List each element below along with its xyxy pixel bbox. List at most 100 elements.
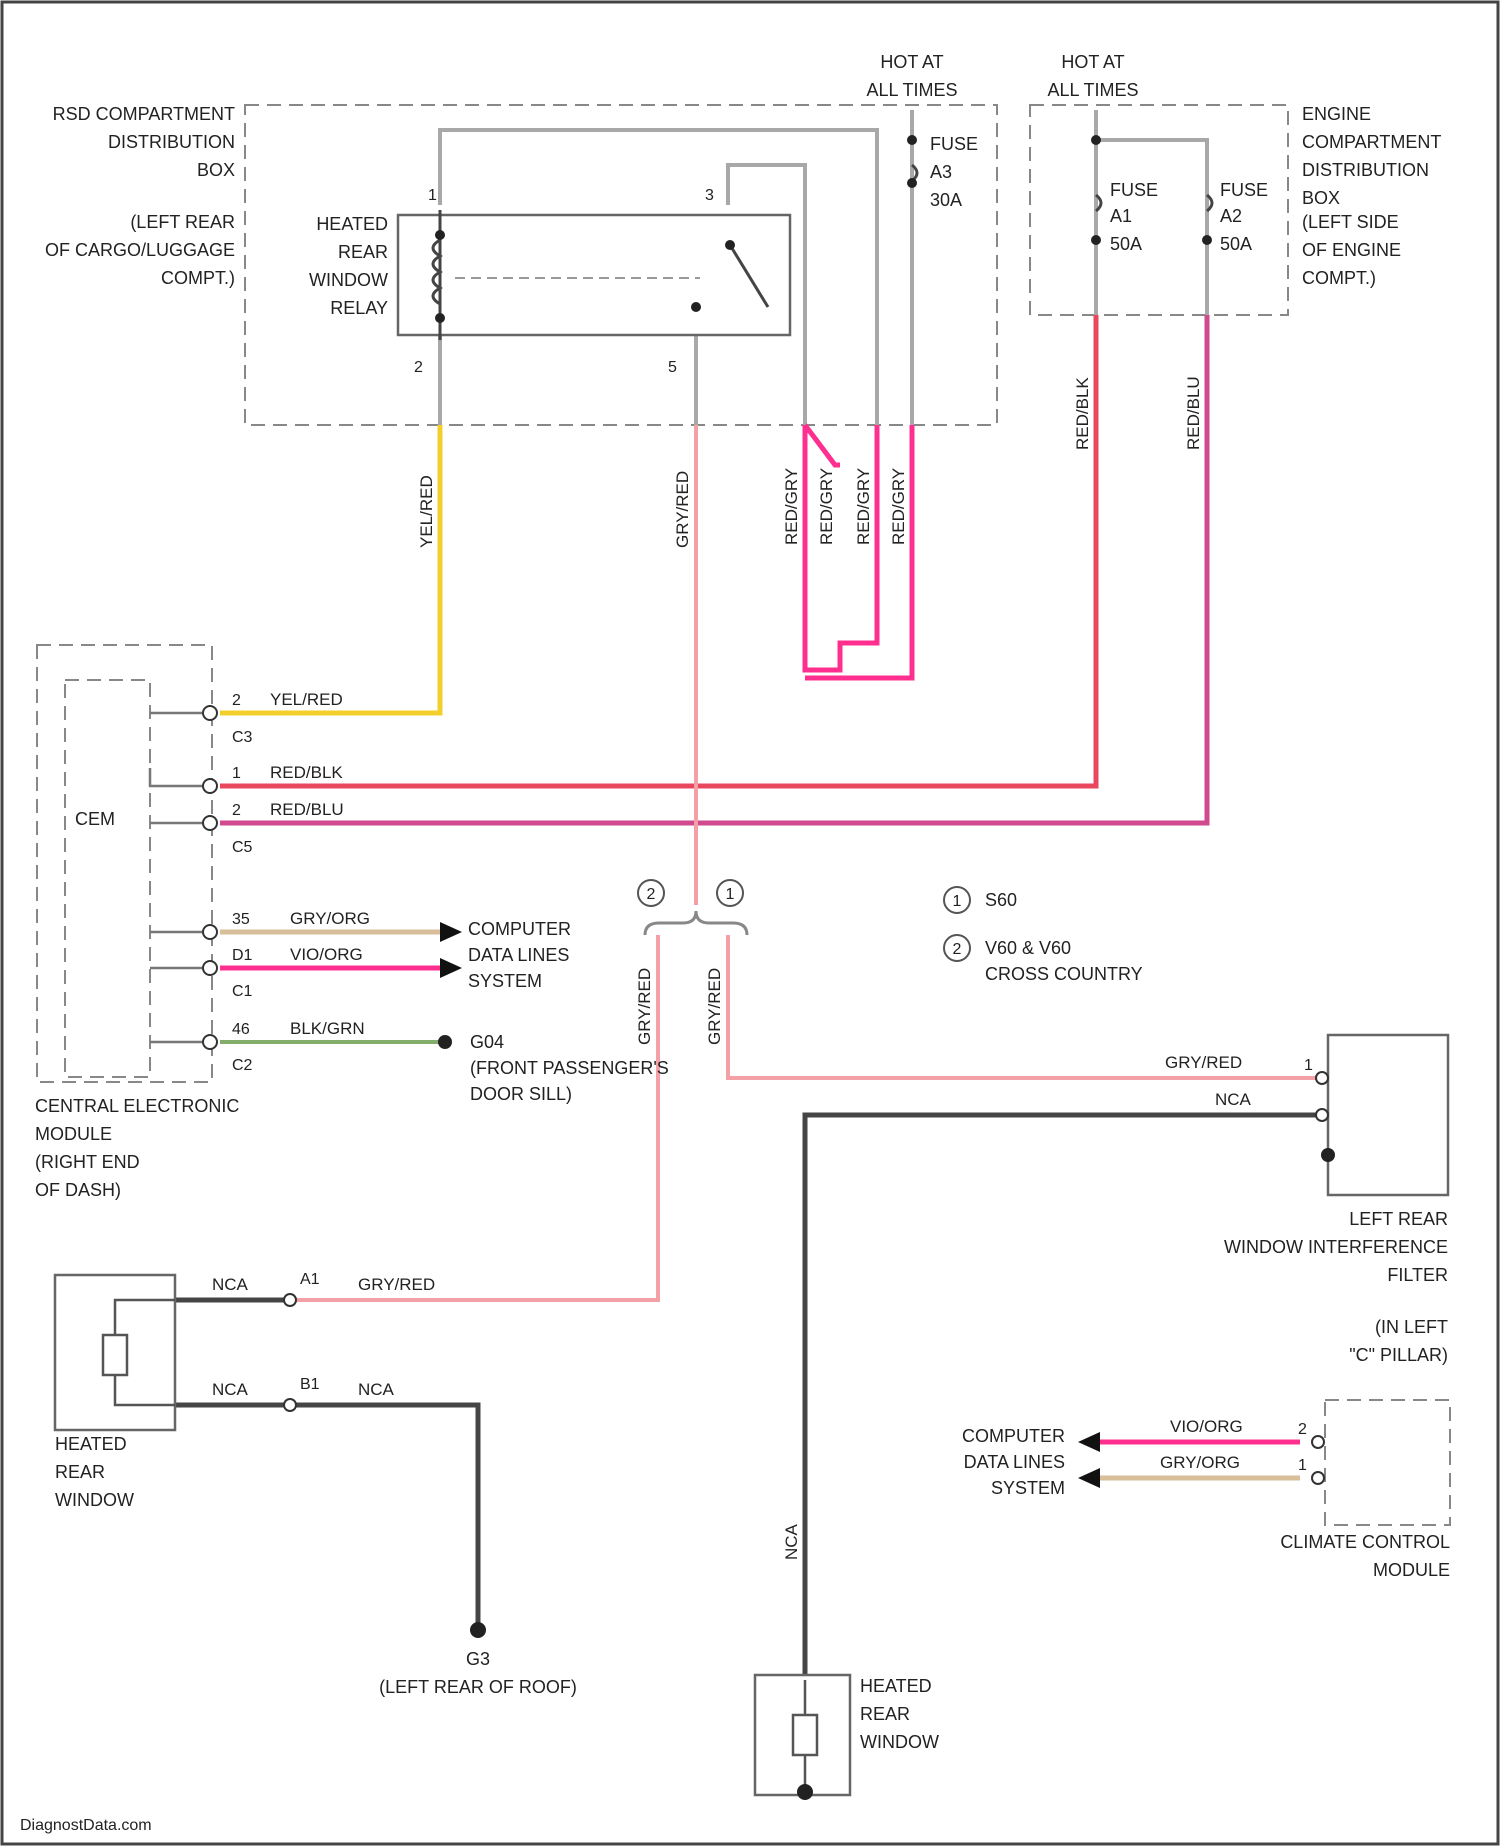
heated-rear-window-left-label: HEATED REAR WINDOW bbox=[55, 1434, 134, 1510]
cem-pin-markers bbox=[203, 706, 217, 1049]
arrow-left-icon bbox=[1078, 1468, 1100, 1488]
wire-red-gry-angle bbox=[805, 425, 840, 465]
svg-text:1: 1 bbox=[428, 187, 437, 204]
filter-wire-label-nca: NCA bbox=[1215, 1090, 1252, 1109]
relay-coil-bottom bbox=[435, 313, 445, 323]
svg-text:(LEFT REAR: (LEFT REAR bbox=[130, 212, 235, 232]
svg-text:ENGINE: ENGINE bbox=[1302, 104, 1371, 124]
cem-outline bbox=[37, 645, 212, 1082]
filter-pin-label: 1 bbox=[1304, 1057, 1313, 1074]
filter-pin-1 bbox=[1316, 1072, 1328, 1084]
svg-text:SYSTEM: SYSTEM bbox=[468, 971, 542, 991]
svg-text:FUSE: FUSE bbox=[930, 134, 978, 154]
legend-text-2a: V60 & V60 bbox=[985, 938, 1071, 958]
legend-key-2-num: 2 bbox=[953, 941, 962, 958]
svg-text:REAR: REAR bbox=[860, 1704, 910, 1724]
cem-wire-labels: YEL/RED RED/BLK RED/BLU GRY/ORG VIO/ORG … bbox=[270, 690, 370, 1038]
svg-text:3: 3 bbox=[705, 187, 714, 204]
svg-text:COMPARTMENT: COMPARTMENT bbox=[1302, 132, 1441, 152]
computer-data-lines-label-2: COMPUTER DATA LINES SYSTEM bbox=[962, 1426, 1065, 1498]
svg-text:HEATED: HEATED bbox=[860, 1676, 932, 1696]
svg-text:(LEFT REAR OF ROOF): (LEFT REAR OF ROOF) bbox=[379, 1677, 577, 1697]
svg-text:(LEFT SIDE: (LEFT SIDE bbox=[1302, 212, 1399, 232]
svg-text:(FRONT PASSENGER'S: (FRONT PASSENGER'S bbox=[470, 1058, 669, 1078]
wire-label-red-gry-4: RED/GRY bbox=[889, 468, 908, 545]
cem-stubs bbox=[150, 713, 205, 1042]
svg-text:GRY/ORG: GRY/ORG bbox=[290, 909, 370, 928]
svg-text:OF ENGINE: OF ENGINE bbox=[1302, 240, 1401, 260]
svg-text:HEATED: HEATED bbox=[55, 1434, 127, 1454]
svg-text:50A: 50A bbox=[1110, 234, 1142, 254]
svg-text:C1: C1 bbox=[232, 983, 253, 1000]
svg-text:COMPT.): COMPT.) bbox=[161, 268, 235, 288]
svg-text:WINDOW INTERFERENCE: WINDOW INTERFERENCE bbox=[1224, 1237, 1448, 1257]
cem-label: CEM bbox=[75, 809, 115, 829]
svg-text:FUSE: FUSE bbox=[1220, 180, 1268, 200]
legend-text-2b: CROSS COUNTRY bbox=[985, 964, 1143, 984]
svg-text:35: 35 bbox=[232, 911, 250, 928]
svg-text:REAR: REAR bbox=[55, 1462, 105, 1482]
svg-text:DATA LINES: DATA LINES bbox=[964, 1452, 1065, 1472]
wire-red-gry-outer bbox=[805, 425, 912, 678]
svg-text:DOOR SILL): DOOR SILL) bbox=[470, 1084, 572, 1104]
svg-text:HEATED: HEATED bbox=[316, 214, 388, 234]
hrw-pin-a1 bbox=[284, 1294, 296, 1306]
svg-text:A1: A1 bbox=[1110, 206, 1132, 226]
svg-text:OF CARGO/LUGGAGE: OF CARGO/LUGGAGE bbox=[45, 240, 235, 260]
svg-text:COMPUTER: COMPUTER bbox=[962, 1426, 1065, 1446]
hrw-wire-label-gry-red: GRY/RED bbox=[358, 1275, 435, 1294]
cem-caption: CENTRAL ELECTRONIC MODULE (RIGHT END OF … bbox=[35, 1096, 239, 1200]
wire-nca-b1 bbox=[170, 1405, 478, 1630]
wire-red-gry-loop-inner bbox=[805, 425, 877, 670]
svg-text:CENTRAL ELECTRONIC: CENTRAL ELECTRONIC bbox=[35, 1096, 239, 1116]
wire-yel-red bbox=[220, 425, 440, 713]
heated-rear-window-bottom-label: HEATED REAR WINDOW bbox=[860, 1676, 939, 1752]
wire-nca-filter bbox=[805, 1115, 1320, 1680]
filter-label: LEFT REAR WINDOW INTERFERENCE FILTER bbox=[1224, 1209, 1448, 1285]
climate-control-module-outline bbox=[1325, 1400, 1450, 1525]
svg-text:(RIGHT END: (RIGHT END bbox=[35, 1152, 140, 1172]
climate-control-module-label: CLIMATE CONTROL MODULE bbox=[1280, 1532, 1450, 1580]
wire-label-gry-red: GRY/RED bbox=[673, 471, 692, 548]
hot-at-all-times-1: HOT AT ALL TIMES bbox=[866, 52, 957, 100]
wire-label-red-gry-2: RED/GRY bbox=[817, 468, 836, 545]
svg-text:2: 2 bbox=[414, 359, 423, 376]
hrw-bottom-ground bbox=[797, 1784, 813, 1800]
computer-data-lines-label-1: COMPUTER DATA LINES SYSTEM bbox=[468, 919, 571, 991]
rsd-box-label: RSD COMPARTMENT DISTRIBUTION BOX (LEFT R… bbox=[45, 104, 235, 288]
svg-text:MODULE: MODULE bbox=[35, 1124, 112, 1144]
svg-text:YEL/RED: YEL/RED bbox=[270, 690, 343, 709]
svg-text:D1: D1 bbox=[232, 947, 253, 964]
svg-text:(IN LEFT: (IN LEFT bbox=[1375, 1317, 1448, 1337]
engine-box-label: ENGINE COMPARTMENT DISTRIBUTION BOX (LEF… bbox=[1302, 104, 1441, 288]
fuse-a2-label: FUSE A2 50A bbox=[1220, 180, 1268, 254]
svg-text:C5: C5 bbox=[232, 839, 253, 856]
relay-coil-top bbox=[435, 230, 445, 240]
svg-text:C2: C2 bbox=[232, 1057, 253, 1074]
svg-text:WINDOW: WINDOW bbox=[55, 1490, 134, 1510]
climate-wire-label-vio-org: VIO/ORG bbox=[1170, 1417, 1243, 1436]
svg-text:G04: G04 bbox=[470, 1032, 504, 1052]
svg-text:46: 46 bbox=[232, 1021, 250, 1038]
svg-text:WINDOW: WINDOW bbox=[309, 270, 388, 290]
svg-text:HOT AT: HOT AT bbox=[1061, 52, 1124, 72]
svg-text:ALL TIMES: ALL TIMES bbox=[1047, 80, 1138, 100]
svg-text:COMPUTER: COMPUTER bbox=[468, 919, 571, 939]
wire-label-yel-red: YEL/RED bbox=[417, 475, 436, 548]
hrw-wire-label-nca-1: NCA bbox=[212, 1275, 249, 1294]
svg-text:FILTER: FILTER bbox=[1387, 1265, 1448, 1285]
svg-text:2: 2 bbox=[232, 692, 241, 709]
svg-text:BOX: BOX bbox=[1302, 188, 1340, 208]
heater-grid-icon bbox=[793, 1715, 817, 1755]
fuse-a1-label: FUSE A1 50A bbox=[1110, 180, 1158, 254]
climate-wire-label-gry-org: GRY/ORG bbox=[1160, 1453, 1240, 1472]
arrow-left-icon bbox=[1078, 1432, 1100, 1452]
legend-key-1-num: 1 bbox=[953, 893, 962, 910]
relay-switch-pivot bbox=[725, 240, 735, 250]
svg-text:HOT AT: HOT AT bbox=[880, 52, 943, 72]
wire-red-blu bbox=[220, 315, 1207, 823]
hrw-pin-b1 bbox=[284, 1399, 296, 1411]
heated-rear-window-relay bbox=[398, 215, 790, 335]
hrw-pin-label-a1: A1 bbox=[300, 1271, 320, 1288]
